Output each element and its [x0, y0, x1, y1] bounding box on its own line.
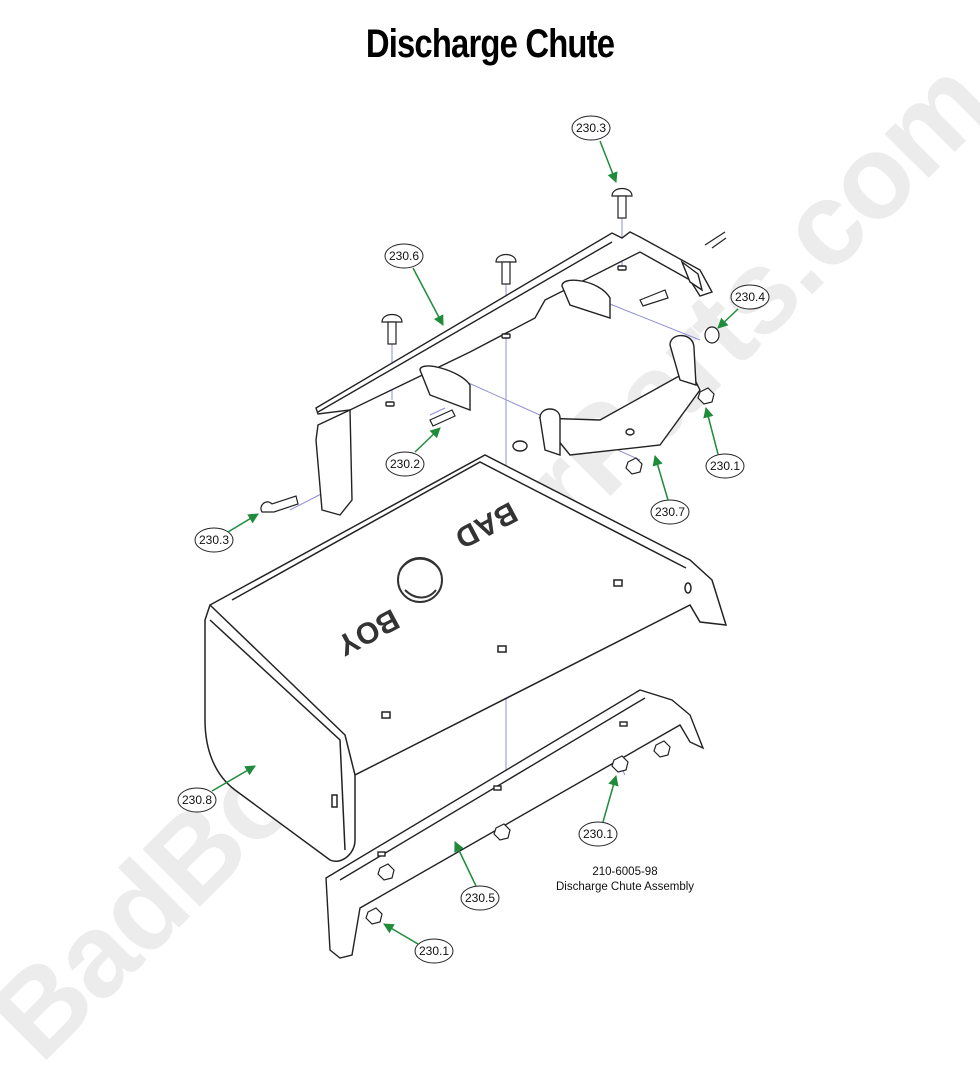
lower-mount-bracket[interactable]	[325, 689, 705, 959]
callout-230-1-upper: 230.1	[703, 406, 745, 479]
svg-text:230.4: 230.4	[735, 290, 765, 304]
assembly-description: Discharge Chute Assembly	[555, 881, 695, 893]
callout-230-7: 230.7	[650, 454, 690, 525]
exploded-parts-diagram: BAD BOY	[177, 115, 770, 964]
callout-230-1-lower-left: 230.1	[383, 923, 454, 964]
pivot-bracket[interactable]	[419, 279, 701, 456]
callout-230-5: 230.5	[454, 841, 500, 911]
svg-text:230.7: 230.7	[655, 505, 685, 519]
nut-icon	[625, 457, 643, 475]
callout-230-4: 230.4	[717, 284, 770, 329]
callout-230-3-top: 230.3	[571, 115, 618, 183]
svg-text:230.5: 230.5	[465, 891, 495, 905]
callout-230-3-side: 230.3	[194, 513, 259, 553]
discharge-chute[interactable]	[204, 454, 728, 862]
callout-230-8: 230.8	[177, 765, 256, 813]
hardware[interactable]	[260, 187, 727, 925]
nut-icon	[697, 387, 715, 405]
nut-icon	[611, 755, 629, 773]
page-title: Discharge Chute	[365, 22, 615, 66]
svg-text:230.2: 230.2	[390, 457, 420, 471]
svg-text:230.1: 230.1	[583, 827, 613, 841]
svg-text:230.1: 230.1	[710, 459, 740, 473]
nut-icon	[377, 863, 395, 881]
nut-icon	[493, 823, 511, 841]
carriage-bolt-icon	[381, 313, 403, 345]
svg-text:230.1: 230.1	[419, 944, 449, 958]
carriage-bolt-icon	[611, 187, 633, 219]
nut-icon	[365, 907, 383, 925]
callout-230-2: 230.2	[385, 427, 441, 477]
callouts: 230.3 230.6 230.4 230.2 230.1 230.7	[177, 115, 770, 964]
svg-text:230.3: 230.3	[199, 533, 229, 547]
upper-mount-bracket[interactable]	[315, 231, 714, 516]
svg-text:230.6: 230.6	[389, 249, 419, 263]
svg-text:230.8: 230.8	[182, 793, 212, 807]
part-number: 210-6005-98	[592, 866, 658, 878]
washer-icon	[704, 326, 720, 344]
callout-230-6: 230.6	[384, 243, 444, 326]
carriage-bolt-icon	[495, 253, 517, 285]
svg-text:230.3: 230.3	[576, 121, 606, 135]
nut-icon	[653, 740, 671, 758]
callout-230-1-lower-right: 230.1	[578, 774, 619, 847]
